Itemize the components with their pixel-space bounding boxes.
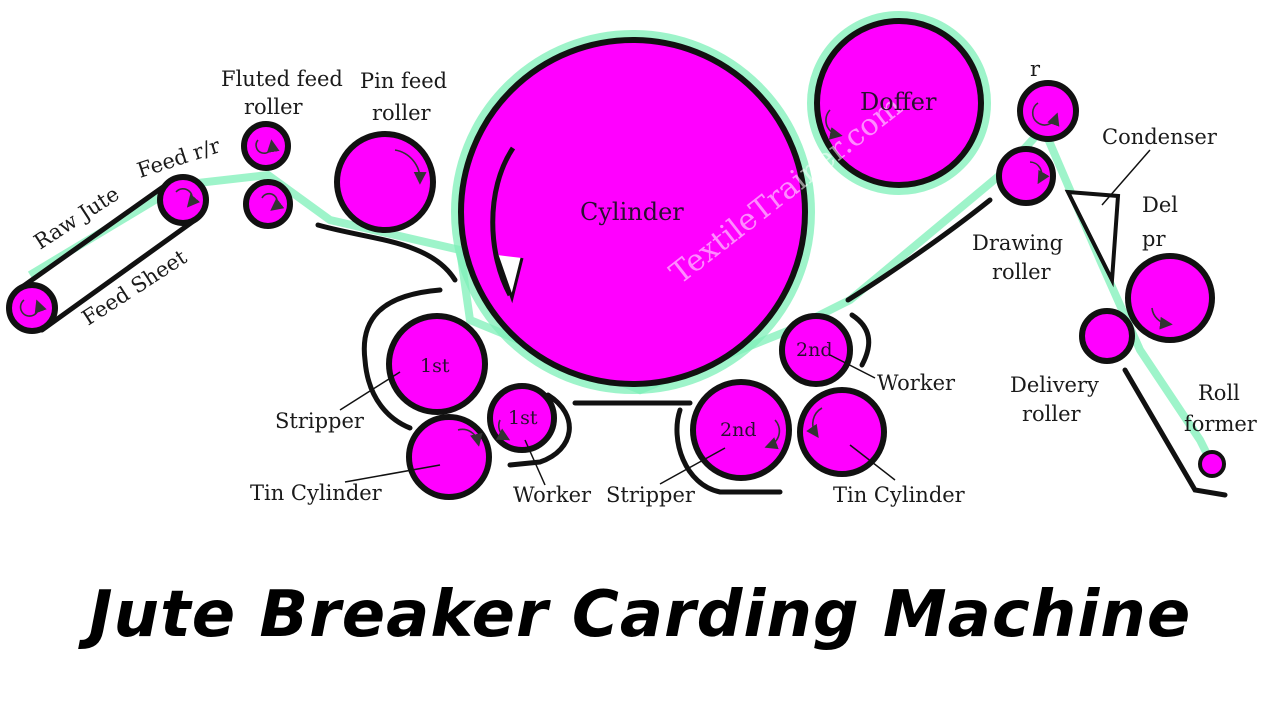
tin-cylinder-left-label: Tin Cylinder bbox=[250, 481, 383, 505]
first-worker-label: 1st bbox=[508, 407, 538, 429]
tin-cylinder-right bbox=[797, 387, 887, 477]
drawing-roller-label-1: Drawing bbox=[972, 231, 1063, 255]
stripper-roller-top bbox=[1017, 80, 1079, 142]
casing bbox=[315, 197, 1228, 498]
delivery-roller-label-2: roller bbox=[1022, 402, 1082, 426]
worker-left-label: Worker bbox=[513, 483, 592, 507]
feed-sheet-label: Feed Sheet bbox=[78, 245, 192, 331]
fluted-feed-label-2: roller bbox=[244, 95, 304, 119]
worker-left-leader bbox=[524, 439, 546, 486]
stripper-right-leader bbox=[659, 447, 726, 485]
second-stripper-roller bbox=[690, 379, 792, 481]
delivery-roller-label-1: Delivery bbox=[1010, 373, 1099, 397]
second-worker-label: 2nd bbox=[796, 339, 833, 361]
cylinder bbox=[458, 37, 808, 387]
condenser-label: Condenser bbox=[1102, 125, 1218, 149]
first-stripper-roller bbox=[386, 313, 488, 415]
feed-roller bbox=[157, 174, 209, 226]
roll-former-label-1: Roll bbox=[1198, 381, 1240, 405]
doffer bbox=[814, 18, 984, 188]
tin-cylinder-right-label: Tin Cylinder bbox=[833, 483, 966, 507]
first-stripper-label: 1st bbox=[420, 355, 450, 377]
worker-right-label: Worker bbox=[877, 371, 956, 395]
worker-right-leader bbox=[829, 354, 876, 379]
doffer-label: Doffer bbox=[860, 88, 937, 116]
condenser-funnel bbox=[1064, 189, 1121, 288]
roll-former-label-2: former bbox=[1184, 412, 1258, 436]
drawing-roller bbox=[996, 146, 1056, 206]
tin-cylinder-left bbox=[406, 414, 492, 500]
tin-cylinder-right-leader bbox=[849, 444, 896, 481]
fluted-feed-roller-top bbox=[241, 121, 291, 171]
pin-feed-roller bbox=[334, 131, 436, 233]
del-partial-label-1: Del bbox=[1142, 193, 1178, 217]
pin-feed-label-2: roller bbox=[372, 101, 432, 125]
condenser-leader bbox=[1101, 149, 1151, 206]
stripper-right-label: Stripper bbox=[606, 483, 696, 507]
feed-sheet-roller-left bbox=[6, 282, 58, 334]
second-stripper-label: 2nd bbox=[720, 419, 757, 441]
second-worker-roller bbox=[779, 313, 853, 387]
fluted-feed-label-1: Fluted feed bbox=[221, 67, 343, 91]
fluted-feed-roller-bottom bbox=[243, 179, 293, 229]
page-title: Jute Breaker Carding Machine bbox=[88, 578, 1192, 652]
pin-feed-label-1: Pin feed bbox=[360, 69, 447, 93]
del-partial-label-2: pr bbox=[1142, 227, 1166, 251]
delivery-roller bbox=[1079, 308, 1135, 364]
roll-former bbox=[1198, 450, 1226, 478]
stripper-left-leader bbox=[339, 371, 401, 411]
feed-sheet-belt bbox=[19, 179, 198, 333]
stripper-left-label: Stripper bbox=[275, 409, 365, 433]
cylinder-label: Cylinder bbox=[580, 198, 684, 226]
drawing-roller-label-2: roller bbox=[992, 260, 1052, 284]
delivery-roller-large bbox=[1125, 253, 1215, 343]
top-right-partial-label: r bbox=[1030, 57, 1041, 81]
tin-cylinder-left-leader bbox=[344, 464, 441, 483]
first-worker-roller bbox=[487, 383, 557, 453]
